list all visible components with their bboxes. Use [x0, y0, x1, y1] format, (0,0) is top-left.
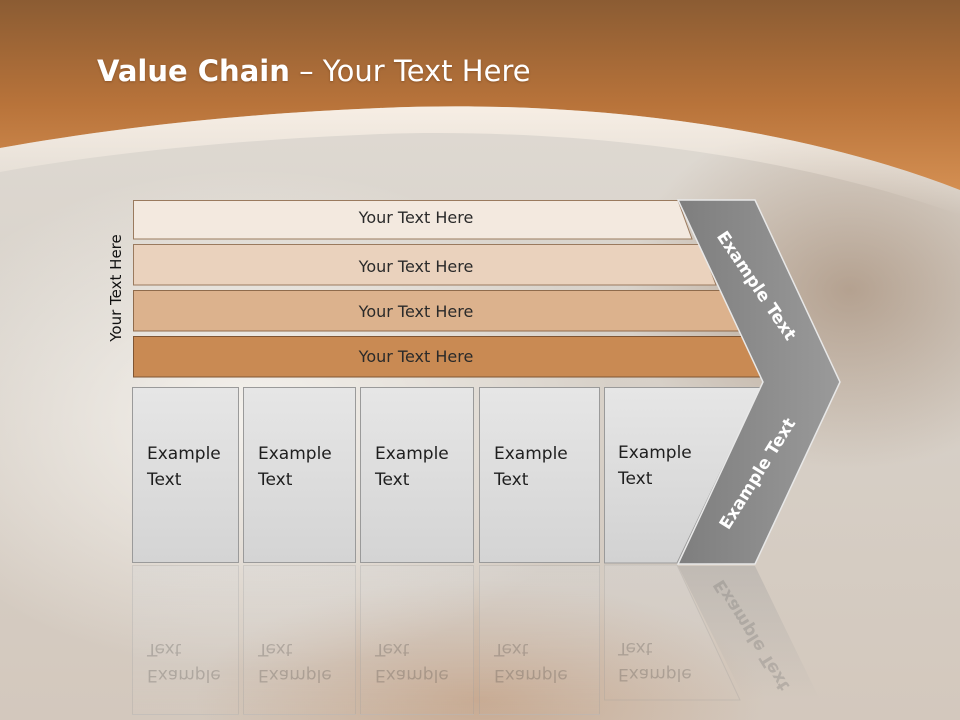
box-3-line1: Example	[375, 444, 449, 464]
bar-2-label: Your Text Here	[358, 257, 474, 276]
activity-box-5-shape	[604, 387, 762, 564]
box-1-line2: Text	[147, 470, 182, 490]
activity-box-5-reflection	[604, 564, 741, 701]
title-banner	[0, 0, 960, 215]
chevron-reflection	[678, 566, 820, 700]
bar-4-label: Your Text Here	[358, 347, 474, 366]
box-4-line2: Text	[494, 470, 529, 490]
bar-1-label: Your Text Here	[358, 208, 474, 227]
chevron-shape	[676, 199, 841, 565]
title-bold-text: Value Chain	[97, 54, 290, 88]
box-3-line2: Text	[375, 470, 410, 490]
box-1-line1: Example	[147, 444, 221, 464]
slide-title: Value Chain – Your Text Here	[97, 54, 531, 88]
box-5-line1: Example	[618, 443, 692, 463]
bar-3-label: Your Text Here	[358, 302, 474, 321]
box-5-line2: Text	[618, 469, 653, 489]
bar-2-shape	[133, 244, 717, 286]
bar-1-shape	[133, 200, 693, 240]
box-2-line1: Example	[258, 444, 332, 464]
title-rest-text: – Your Text Here	[289, 54, 531, 88]
box-4-line1: Example	[494, 444, 568, 464]
box-2-line2: Text	[258, 470, 293, 490]
